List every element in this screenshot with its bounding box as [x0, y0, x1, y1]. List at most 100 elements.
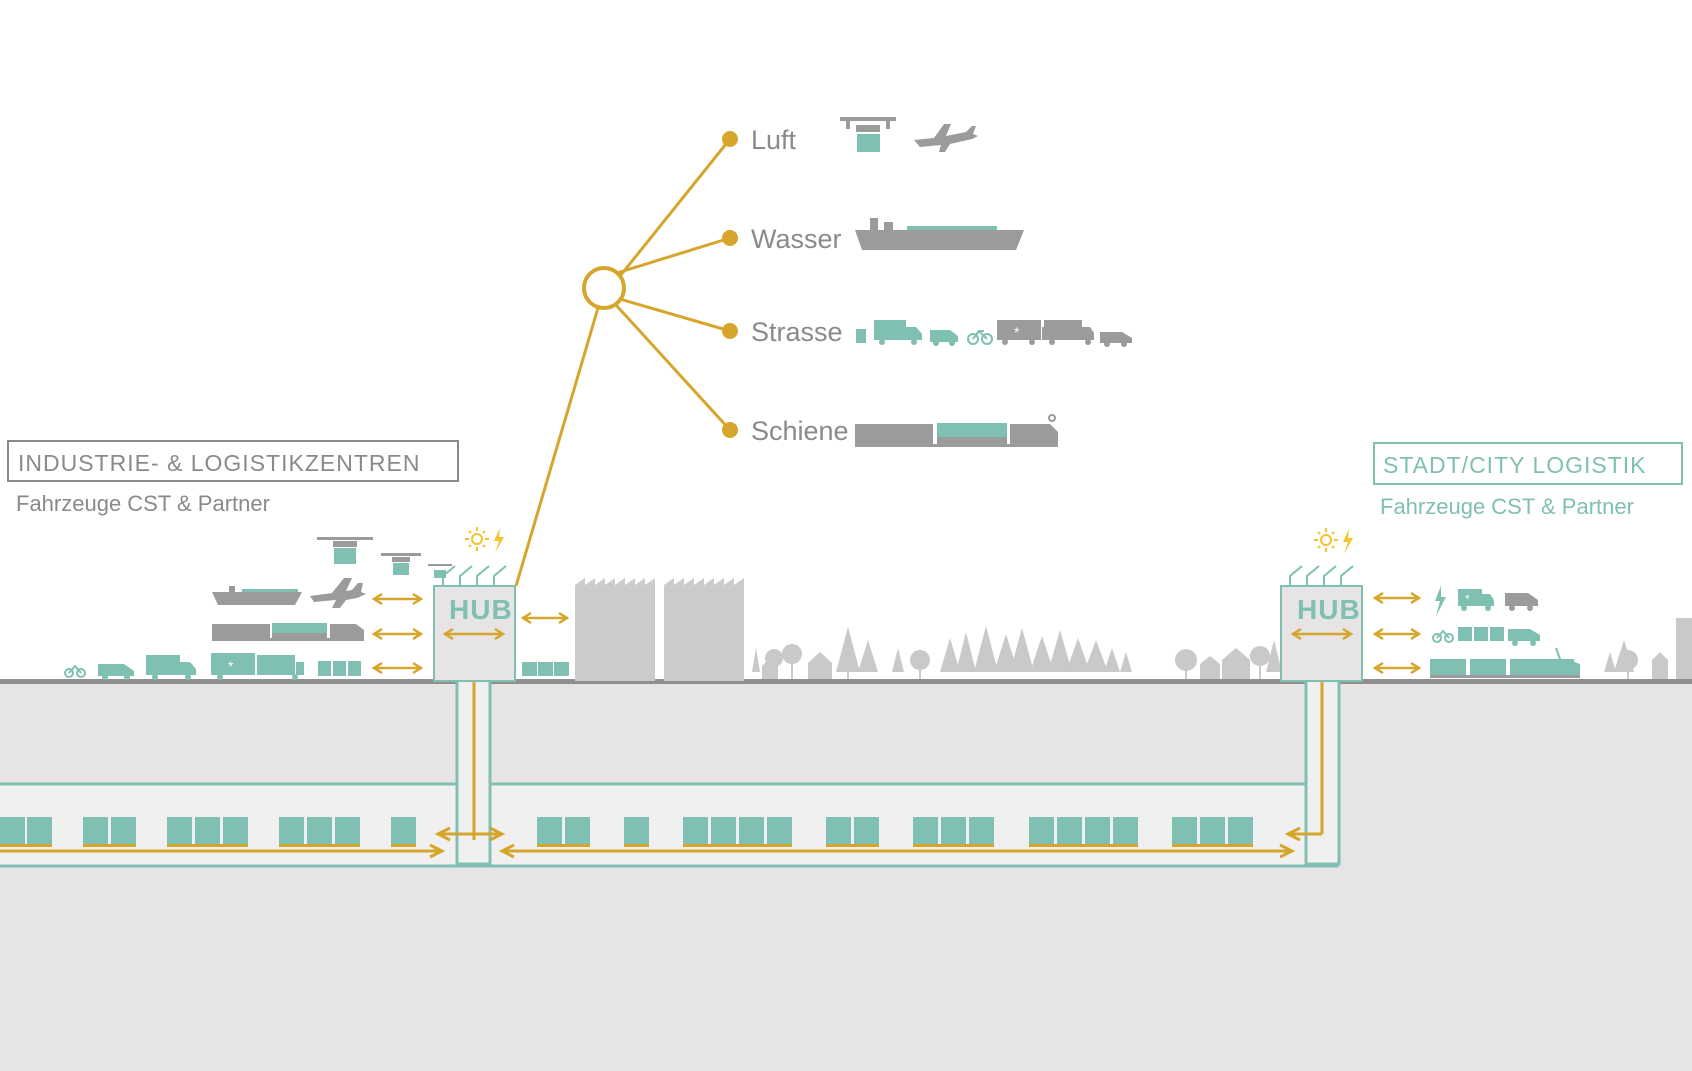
cargo-pod	[522, 662, 569, 676]
cargo-pod	[565, 817, 590, 844]
left-zone-title-box	[7, 440, 459, 482]
sun-icon	[1314, 528, 1338, 552]
left-air-vehicles	[317, 537, 452, 578]
lightning-icon	[494, 528, 504, 553]
cargo-pod	[391, 817, 416, 844]
cargo-pod	[826, 817, 851, 844]
mode-label-wasser: Wasser	[751, 224, 842, 254]
bicycle-icon	[967, 329, 993, 345]
mode-label-strasse: Strasse	[751, 317, 843, 347]
left-hub-arrows	[371, 592, 570, 675]
cargo-pod	[0, 817, 25, 844]
truck-icon	[856, 329, 866, 343]
cargo-pod	[941, 817, 966, 844]
svg-text:*: *	[1465, 592, 1470, 606]
cargo-pod	[195, 817, 220, 844]
trees-right	[1175, 618, 1692, 679]
pod-wheels	[0, 844, 1253, 847]
right-zone-title: STADT/CITY LOGISTIK	[1383, 452, 1647, 478]
container-ship-icon	[212, 586, 302, 605]
cargo-pod	[1172, 817, 1197, 844]
cargo-pod	[537, 817, 562, 844]
freight-train-icon	[212, 623, 364, 641]
trees-left	[752, 626, 1132, 679]
right-zone-title-box	[1373, 442, 1683, 485]
right-zone-subtitle: Fahrzeuge CST & Partner	[1380, 494, 1634, 519]
sun-icon	[465, 527, 489, 551]
cargo-pod	[111, 817, 136, 844]
hub-left: HUB	[433, 527, 516, 682]
hub-left-label: HUB	[449, 594, 513, 625]
truck-icon	[146, 655, 196, 680]
cargo-pod	[307, 817, 332, 844]
cargo-pod	[624, 817, 649, 844]
mode-network	[514, 138, 732, 587]
tunnel-cargo-pods	[0, 817, 1253, 844]
drone-icon	[317, 537, 373, 564]
solar-panel-icon	[1289, 565, 1354, 586]
cargo-pod	[854, 817, 879, 844]
road-vehicles-row: *	[856, 320, 1132, 347]
van-icon	[98, 664, 134, 680]
cargo-pod	[683, 817, 708, 844]
cargo-pod	[1085, 817, 1110, 844]
truck-icon	[874, 320, 922, 345]
cargo-pod	[279, 817, 304, 844]
cargo-pod	[739, 817, 764, 844]
airplane-icon	[310, 578, 366, 608]
lightning-icon	[1435, 586, 1446, 616]
mode-label-luft: Luft	[751, 125, 797, 155]
drone-icon	[381, 553, 421, 575]
drone-icon	[840, 117, 896, 152]
cargo-pod	[1057, 817, 1082, 844]
mode-dots	[722, 131, 738, 438]
factory-buildings	[575, 578, 744, 681]
container-ship-icon	[855, 218, 1024, 250]
refrigerated-truck-icon: *	[997, 320, 1048, 345]
underground-area	[0, 682, 1692, 1071]
freight-train-icon	[1430, 647, 1580, 678]
cargo-pod	[335, 817, 360, 844]
cargo-pod	[711, 817, 736, 844]
airplane-icon	[914, 124, 978, 152]
cargo-pod	[1458, 627, 1504, 641]
freight-train-icon	[855, 414, 1058, 447]
bicycle-icon	[1432, 629, 1454, 643]
right-vehicles: *	[1430, 586, 1580, 678]
van-icon	[1508, 629, 1540, 646]
drone-icon	[428, 564, 452, 578]
cargo-pod	[969, 817, 994, 844]
cargo-pod	[913, 817, 938, 844]
van-icon	[930, 330, 958, 346]
svg-text:*: *	[1014, 324, 1020, 340]
lightning-icon	[1343, 529, 1353, 554]
cargo-pod	[318, 661, 361, 676]
right-hub-arrows	[1372, 591, 1422, 675]
ground-line	[0, 679, 1692, 684]
cargo-pod	[1200, 817, 1225, 844]
van-icon	[1505, 593, 1538, 611]
cargo-pod	[27, 817, 52, 844]
mode-label-schiene: Schiene	[751, 416, 849, 446]
van-icon	[1100, 332, 1132, 347]
network-hub-circle	[582, 266, 626, 310]
hub-right: HUB	[1280, 528, 1363, 682]
cargo-pod	[1113, 817, 1138, 844]
solar-panel-icon	[442, 565, 507, 586]
svg-text:*: *	[228, 658, 234, 674]
left-zone-title: INDUSTRIE- & LOGISTIKZENTREN	[18, 450, 420, 476]
left-zone-subtitle: Fahrzeuge CST & Partner	[16, 491, 270, 516]
cargo-pod	[167, 817, 192, 844]
cargo-pod	[1029, 817, 1054, 844]
hub-right-label: HUB	[1297, 594, 1361, 625]
left-road-vehicles: *	[64, 653, 361, 680]
refrigerated-truck-icon: *	[1458, 589, 1494, 611]
truck-icon	[1044, 320, 1094, 345]
bicycle-icon	[64, 664, 86, 678]
cargo-pod	[767, 817, 792, 844]
cargo-pod	[1228, 817, 1253, 844]
cargo-pod	[83, 817, 108, 844]
refrigerated-truck-icon: *	[211, 653, 304, 680]
